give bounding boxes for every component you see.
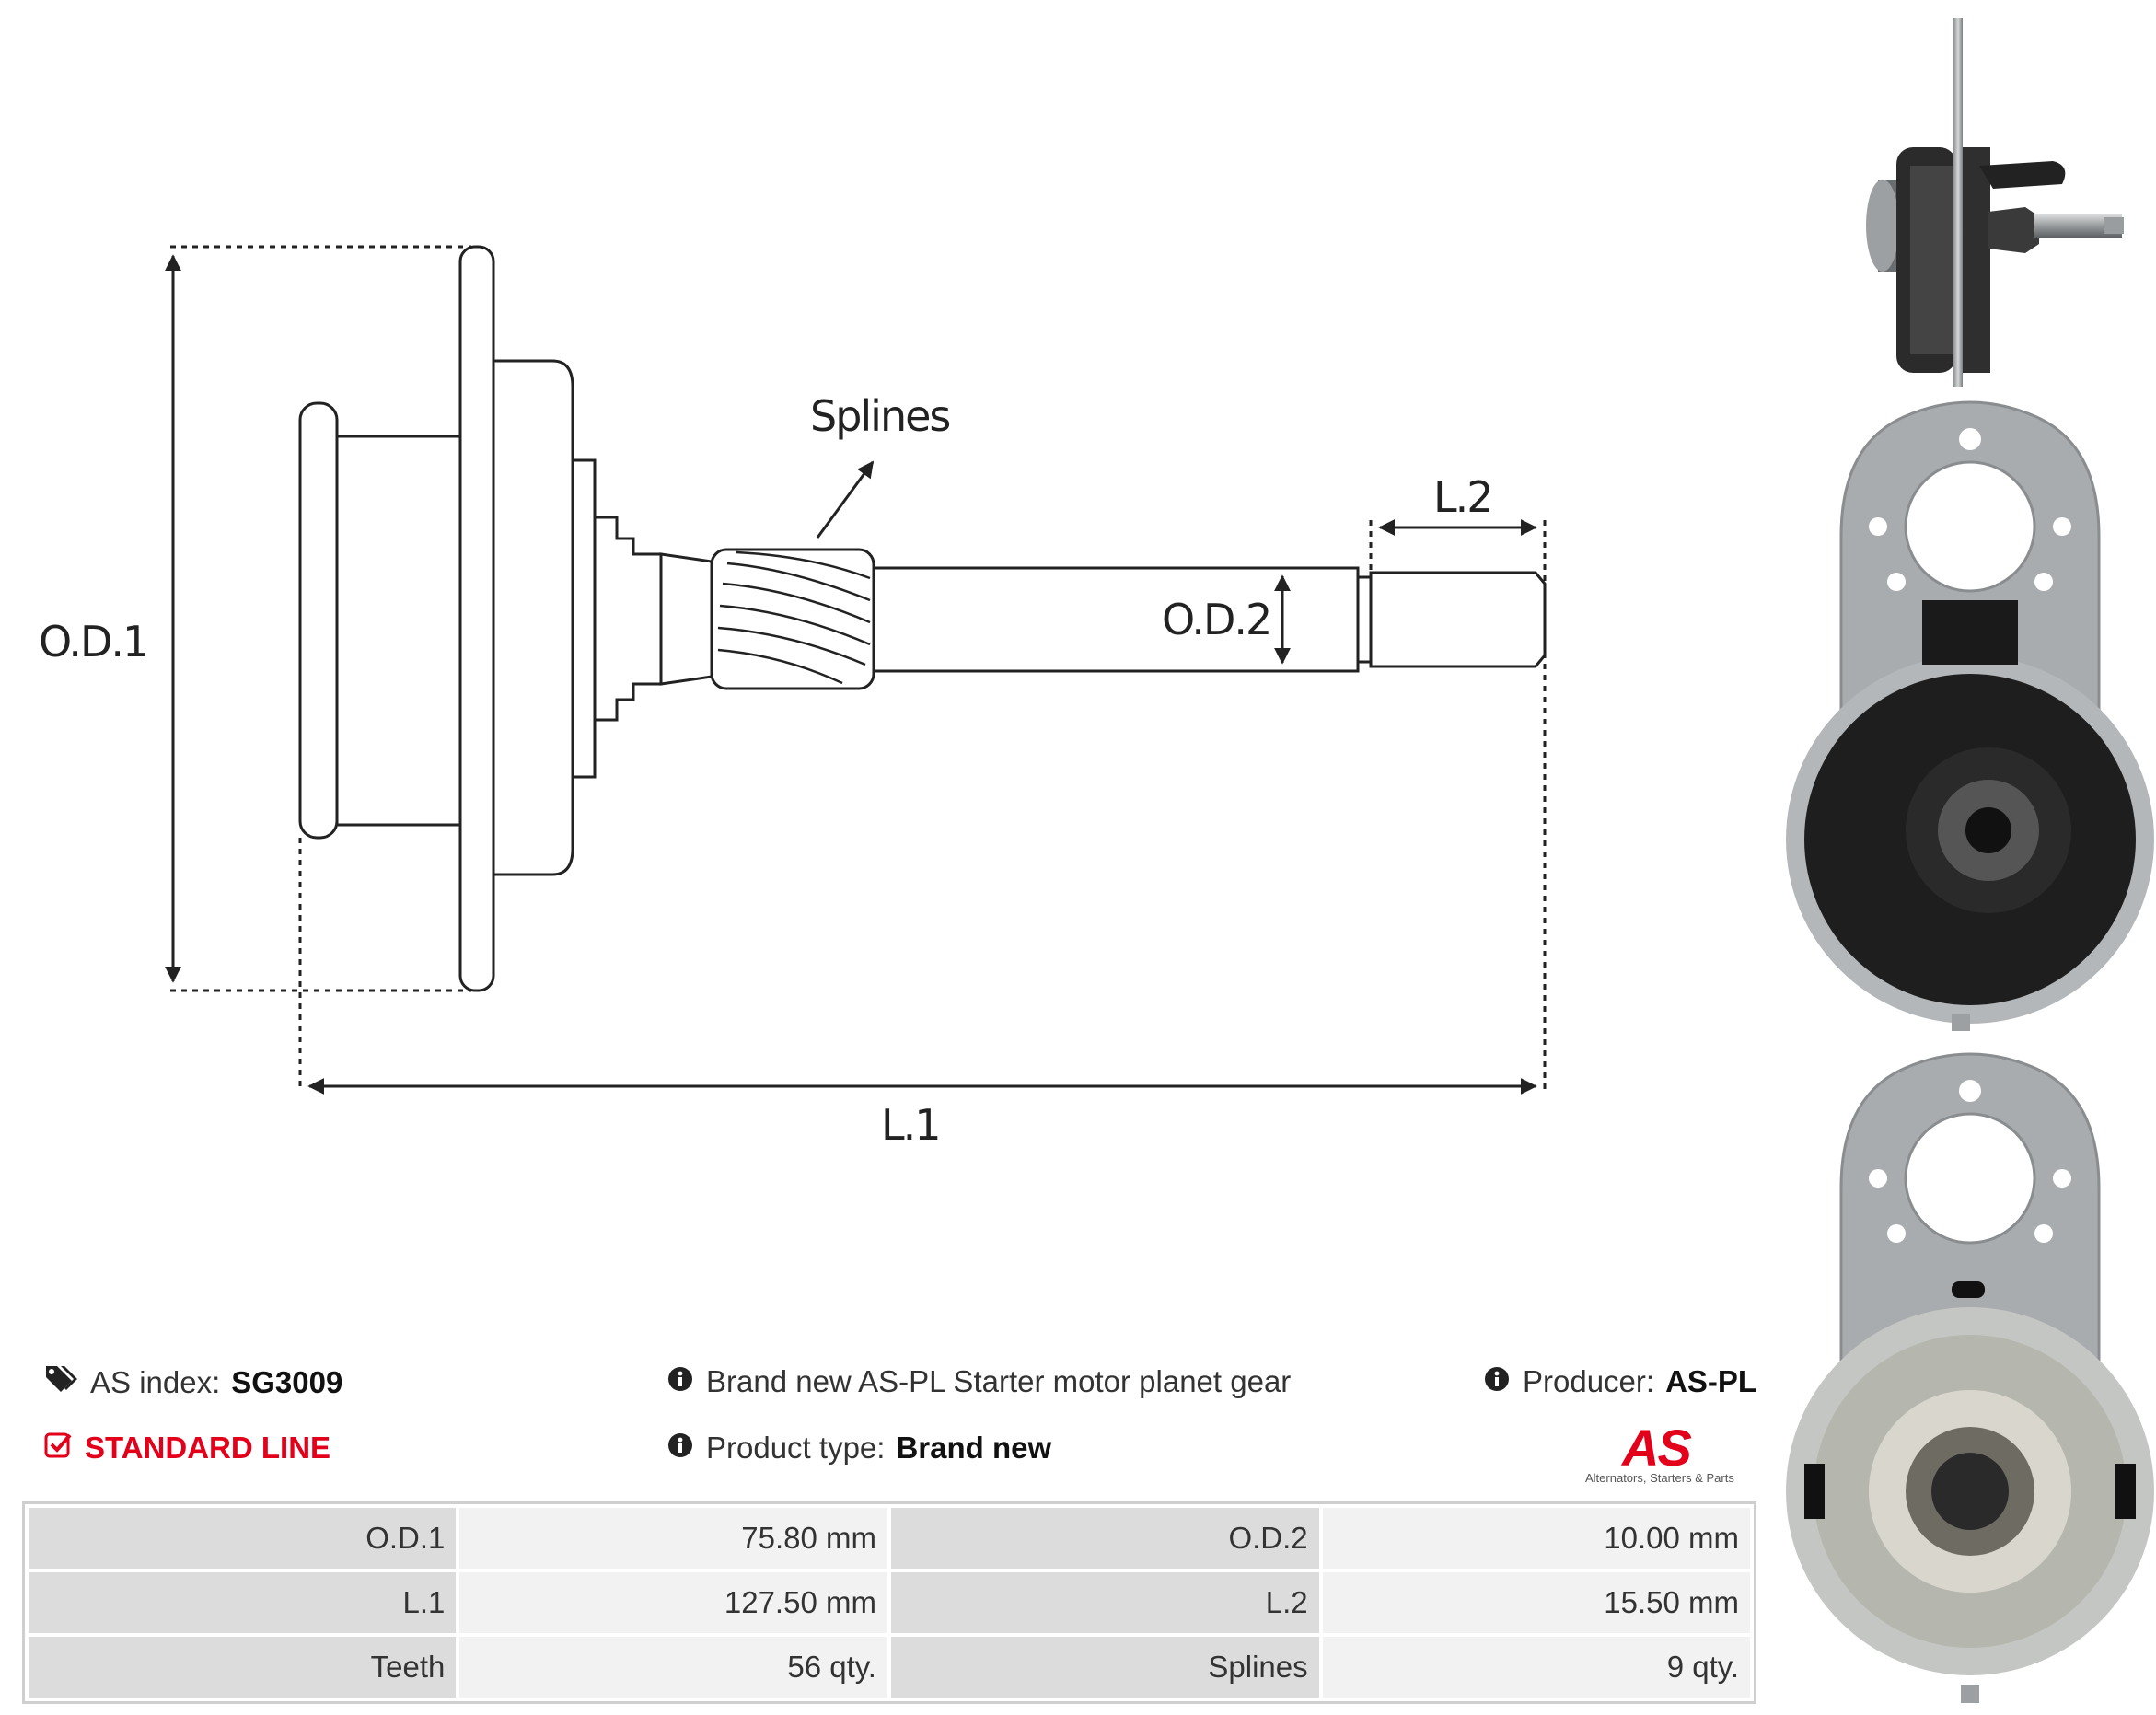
spec-value: 56 qty. <box>456 1633 891 1701</box>
planet-gear-drawing: O.D.1 O.D.2 L.1 L.2 Splines <box>39 245 1547 1150</box>
producer-label: Producer: <box>1523 1364 1655 1398</box>
producer-value: AS-PL <box>1665 1364 1757 1398</box>
spec-key: O.D.1 <box>24 1504 460 1572</box>
standard-line-badge: STANDARD LINE <box>44 1431 330 1466</box>
spec-value: 10.00 mm <box>1318 1504 1755 1572</box>
product-photo-side <box>1786 18 2136 387</box>
info-circle-icon <box>1484 1364 1510 1399</box>
as-index-label: AS index: <box>90 1365 221 1399</box>
spec-value: 127.50 mm <box>456 1569 891 1637</box>
product-type-row: Product type: Brand new <box>667 1431 1051 1466</box>
spec-value: 9 qty. <box>1318 1633 1755 1701</box>
product-type-label: Product type: <box>706 1431 886 1465</box>
product-photo-back <box>1786 1049 2154 1712</box>
spec-value: 75.80 mm <box>456 1504 891 1572</box>
spec-key: O.D.2 <box>887 1504 1323 1572</box>
table-row: Teeth 56 qty. Splines 9 qty. <box>24 1633 1755 1701</box>
check-square-icon <box>44 1431 72 1466</box>
technical-drawing: O.D.1 O.D.2 L.1 L.2 Splines <box>39 245 1547 1150</box>
spline-teeth <box>717 550 871 685</box>
tags-icon <box>44 1364 77 1401</box>
l2-label: L.2 <box>1433 472 1492 522</box>
description-row: Brand new AS-PL Starter motor planet gea… <box>667 1364 1291 1399</box>
extension-lines <box>170 245 1547 1091</box>
part-outline <box>298 245 1547 992</box>
product-description: Brand new AS-PL Starter motor planet gea… <box>706 1364 1292 1398</box>
info-circle-icon <box>667 1431 693 1466</box>
splines-label: Splines <box>810 391 949 441</box>
l1-label: L.1 <box>881 1100 940 1150</box>
logo-tagline: Alternators, Starters & Parts <box>1585 1471 1734 1485</box>
spec-value: 15.50 mm <box>1318 1569 1755 1637</box>
info-circle-icon <box>667 1364 693 1399</box>
table-row: L.1 127.50 mm L.2 15.50 mm <box>24 1569 1755 1637</box>
od1-label: O.D.1 <box>39 617 147 666</box>
as-index-value: SG3009 <box>231 1365 343 1399</box>
spec-table: O.D.1 75.80 mm O.D.2 10.00 mm L.1 127.50… <box>22 1501 1756 1704</box>
as-pl-logo: AS Alternators, Starters & Parts <box>1585 1418 1756 1487</box>
logo-mark: AS <box>1622 1419 1692 1477</box>
spec-key: Splines <box>887 1633 1323 1701</box>
as-index-row: AS index: SG3009 <box>44 1364 342 1401</box>
spec-key: Teeth <box>24 1633 460 1701</box>
od2-label: O.D.2 <box>1162 595 1270 644</box>
product-type-value: Brand new <box>896 1431 1052 1465</box>
side-view-image <box>1866 18 2124 387</box>
dimension-arrows <box>165 254 1537 1095</box>
back-view-image <box>1786 1052 2154 1703</box>
producer-row: Producer: AS-PL <box>1484 1364 1756 1399</box>
spec-key: L.2 <box>887 1569 1323 1637</box>
standard-line-label: STANDARD LINE <box>85 1431 331 1465</box>
spec-key: L.1 <box>24 1569 460 1637</box>
product-photo-front <box>1786 398 2154 1033</box>
front-view-image <box>1786 400 2154 1031</box>
table-row: O.D.1 75.80 mm O.D.2 10.00 mm <box>24 1504 1755 1572</box>
